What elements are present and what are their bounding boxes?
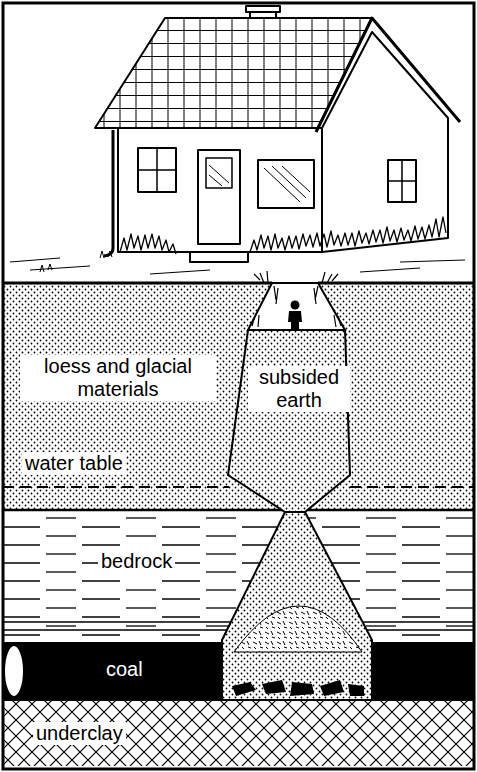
lawn — [10, 251, 465, 274]
picture-window — [258, 160, 314, 208]
window-bars — [388, 160, 416, 202]
subsided-earth-lower — [222, 512, 372, 700]
window — [138, 148, 176, 192]
coal-fragments — [232, 680, 364, 696]
fragment — [320, 680, 344, 696]
window-bars — [138, 148, 176, 192]
house — [95, 6, 460, 262]
downspout — [104, 130, 113, 256]
bedrock-top — [3, 509, 474, 512]
door-shading — [209, 165, 229, 186]
ground-surface — [3, 282, 474, 285]
fragment — [262, 680, 286, 694]
shrubs — [120, 217, 446, 254]
layer-label: coal — [103, 658, 146, 681]
person-body — [288, 311, 302, 331]
subsided-earth-upper — [228, 330, 350, 512]
chimney-cap — [246, 6, 280, 12]
water-table-line — [3, 486, 474, 488]
roof-edge — [316, 18, 460, 132]
window-shading — [264, 166, 310, 202]
front-wall — [118, 128, 322, 252]
subsided-earth-ground — [228, 330, 350, 512]
sinkhole — [248, 283, 345, 330]
collapse-ground — [222, 512, 372, 700]
layer-label: underclay — [33, 722, 126, 745]
fragment — [290, 682, 314, 696]
person-head — [291, 301, 300, 310]
layer-boundaries — [3, 283, 474, 700]
roof — [95, 18, 372, 128]
door — [198, 150, 240, 244]
layer-label: subsided earth — [248, 366, 350, 412]
step — [190, 252, 248, 262]
layer-label: bedrock — [98, 550, 175, 573]
underclay-layer — [3, 700, 474, 766]
seam-end — [4, 645, 24, 697]
frame — [3, 3, 474, 769]
door-window — [206, 158, 232, 188]
layer-label: water table — [22, 452, 126, 475]
layer-label: loess and glacial materials — [20, 355, 216, 401]
fragment — [232, 682, 256, 696]
person — [288, 301, 302, 332]
roof-fall-rubble — [234, 606, 362, 652]
gable-window — [388, 160, 416, 202]
fragment — [348, 684, 364, 696]
grass-tuft — [40, 251, 112, 272]
